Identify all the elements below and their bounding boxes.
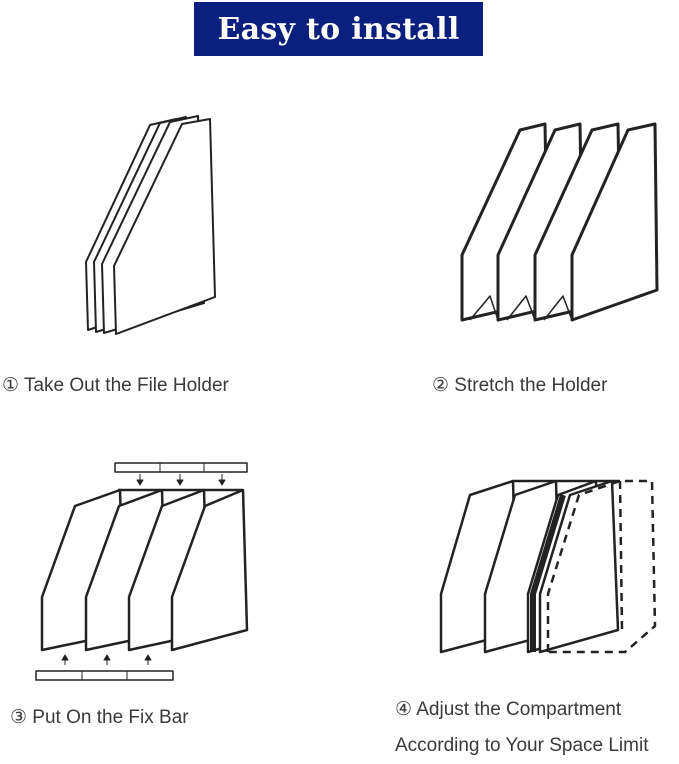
stretched-holder-illustration (460, 122, 659, 322)
step-3-caption: ③ Put On the Fix Bar (10, 707, 189, 728)
fix-bar-illustration (35, 462, 249, 681)
title-banner: Easy to install (194, 2, 483, 56)
page-title: Easy to install (217, 11, 460, 47)
folded-holder-illustration (85, 115, 216, 335)
adjusted-holder-illustration (439, 479, 657, 654)
step-4-caption-line2: According to Your Space Limit (395, 735, 649, 756)
step-1-caption: ① Take Out the File Holder (2, 375, 229, 396)
step-4-caption-line1: ④ Adjust the Compartment (395, 699, 622, 720)
step-4-caption: ④ Adjust the Compartment According to Yo… (395, 692, 649, 764)
step-2-caption: ② Stretch the Holder (432, 375, 608, 396)
